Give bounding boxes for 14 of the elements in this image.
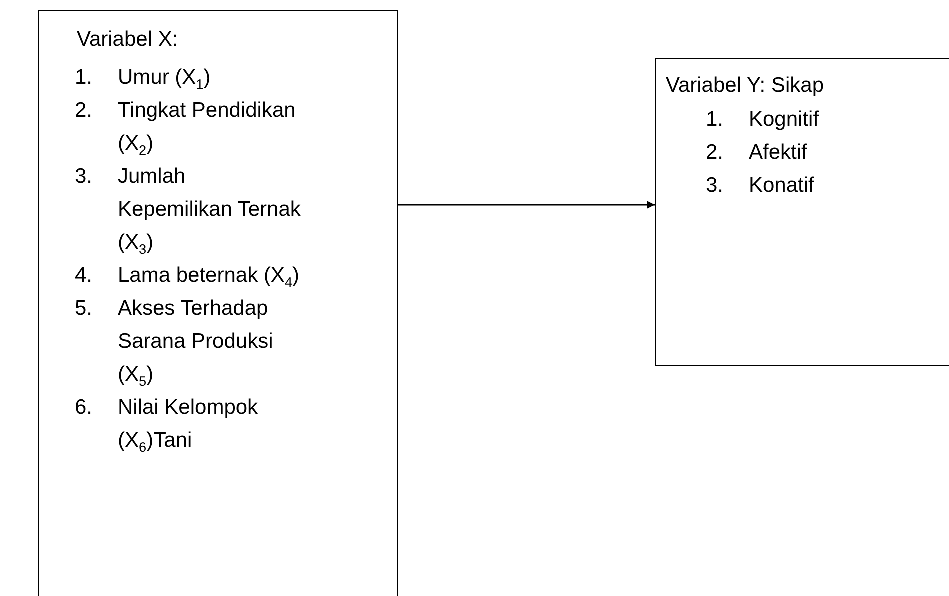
list-item: 3. Jumlah Kepemilikan Ternak (X$_{3}$) [75,164,302,259]
list-item: 3. Konatif [706,173,816,199]
list-item: 2. Afektif [706,140,808,166]
arrow [398,201,655,209]
variable-box [655,58,949,366]
list-item: 1. Kognitif [706,107,820,133]
list-item: 4. Lama beternak (X$_{4}$) [75,263,301,292]
box-heading: Variabel X: [77,27,178,53]
list-item: 1. Umur (X$_{1}$) [75,65,212,94]
variable-box [38,10,398,596]
list-item: 6. Nilai Kelompok (X$_{6}$)Tani [75,395,260,457]
box-heading: Variabel Y: Sikap [666,73,824,99]
list-item: 5. Akses Terhadap Sarana Produksi (X$_{5}$) [75,296,274,391]
list-item: 2. Tingkat Pendidikan (X$_{2}$) [75,98,297,160]
